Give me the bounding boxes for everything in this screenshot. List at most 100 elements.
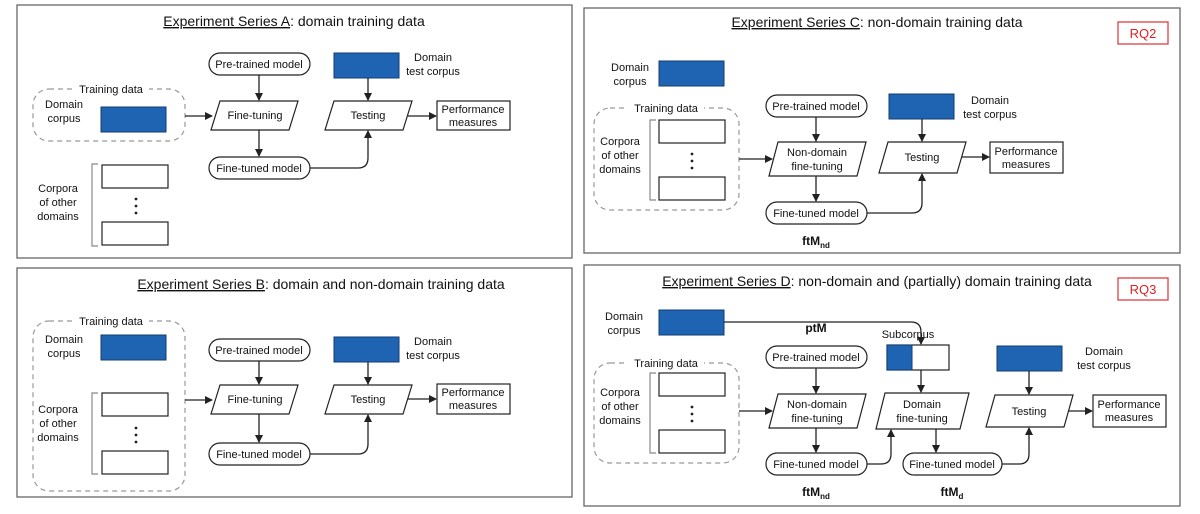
- panel-a-domain-corpus-label-line2: corpus: [47, 113, 81, 125]
- panel-c-test-corpus-block: [888, 93, 955, 120]
- panel-c-test-corpus-line1: Domain: [971, 95, 1009, 107]
- panel-d-test-corpus-line2: test corpus: [1077, 360, 1131, 372]
- panel-a-test-corpus-block: [333, 52, 400, 79]
- panel-d-rq-label: RQ3: [1130, 282, 1157, 297]
- panel-c-other-corpora-line1: Corpora: [600, 136, 641, 148]
- panel-a-performance-line2: measures: [449, 117, 498, 129]
- panel-b-other-corpora-line2: of other: [39, 418, 77, 430]
- panel-c-training-data-label: Training data: [634, 103, 699, 115]
- panel-a-frame: [16, 4, 573, 259]
- panel-d-ftm-nd-label: ftMnd: [802, 485, 830, 501]
- panel-c-performance-line2: measures: [1002, 159, 1051, 171]
- panel-d-testing-step: [985, 394, 1074, 428]
- panel-d-ftm-d-label: ftMd: [941, 485, 964, 501]
- panel-b-finetuned-label: Fine-tuned model: [216, 449, 302, 461]
- panel-d-nd-finetuning-line2: fine-tuning: [791, 413, 842, 425]
- panel-c-testing-label: Testing: [905, 152, 940, 164]
- panel-b-testing-label: Testing: [351, 394, 386, 406]
- panel-c-performance-measures: [989, 141, 1064, 174]
- panel-b-pretrained-label: Pre-trained model: [215, 345, 302, 357]
- panel-a-domain-corpus-block: [100, 106, 167, 133]
- panel-d-d-finetuning-step: [875, 392, 970, 430]
- panel-b-performance-line1: Performance: [442, 387, 505, 399]
- panel-d-d-finetuning-line2: fine-tuning: [896, 413, 947, 425]
- panel-c-nd-finetuning-line1: Non-domain: [787, 147, 847, 159]
- panel-c-performance-line1: Performance: [995, 146, 1058, 158]
- panel-c-domain-corpus-label-line2: corpus: [613, 76, 647, 88]
- panel-b-domain-corpus-label-line2: corpus: [47, 348, 81, 360]
- panel-c-finetuned-label: Fine-tuned model: [773, 208, 859, 220]
- panel-d-other-corpus-1: [658, 372, 726, 397]
- panel-a-title: Experiment Series A: domain training dat…: [163, 13, 425, 29]
- panel-c-rq-badge: [1117, 21, 1169, 45]
- panel-d-other-corpora-line3: domains: [599, 415, 641, 427]
- panel-c-domain-corpus-block: [658, 60, 725, 87]
- panel-d-training-data-label: Training data: [634, 358, 699, 370]
- panel-d-other-corpora-line2: of other: [601, 401, 639, 413]
- panel-a-finetuned-label: Fine-tuned model: [216, 163, 302, 175]
- panel-d-nd-finetuning-line1: Non-domain: [787, 399, 847, 411]
- panel-d-other-corpora-bracket: [649, 372, 656, 454]
- panel-b-performance-measures: [436, 383, 511, 415]
- panel-c-pretrained-label: Pre-trained model: [772, 101, 859, 113]
- panel-a-other-corpora-line3: domains: [37, 211, 79, 223]
- panel-d-rq-badge: [1117, 277, 1169, 301]
- panel-c-testing-step: [878, 141, 967, 174]
- panel-b-other-corpora-line1: Corpora: [38, 404, 79, 416]
- panel-a-other-corpus-1: [101, 164, 169, 189]
- panel-b-other-corpora-line3: domains: [37, 432, 79, 444]
- panel-a-pretrained-label: Pre-trained model: [215, 59, 302, 71]
- panel-d-performance-measures: [1092, 394, 1167, 428]
- panel-b-performance-line2: measures: [449, 400, 498, 412]
- panel-b-other-corpora-bracket: [91, 392, 98, 475]
- panel-d-other-corpus-2: [658, 429, 726, 454]
- panel-a: Experiment Series A: domain training dat…: [16, 4, 573, 259]
- panel-c-other-corpus-1: [658, 119, 726, 144]
- panel-b-domain-corpus-label-line1: Domain: [45, 334, 83, 346]
- panel-b-finetuning-label: Fine-tuning: [227, 394, 282, 406]
- panel-a-finetuning-label: Fine-tuning: [227, 110, 282, 122]
- panel-a-other-corpora-bracket: [91, 163, 98, 247]
- panel-d: Experiment Series D: non-domain and (par…: [583, 264, 1181, 507]
- panel-b-test-corpus-line1: Domain: [414, 336, 452, 348]
- panel-b-test-corpus-line2: test corpus: [406, 350, 460, 362]
- panel-a-testing-label: Testing: [351, 110, 386, 122]
- panel-d-ptm-label: ptM: [805, 321, 826, 335]
- panel-b-training-data-label: Training data: [79, 316, 144, 328]
- panel-c-domain-corpus-label-line1: Domain: [611, 62, 649, 74]
- panel-c-other-corpora-line3: domains: [599, 164, 641, 176]
- panel-a-performance-measures: [436, 100, 511, 131]
- panel-a-other-corpora-line2: of other: [39, 197, 77, 209]
- panel-a-test-corpus-line1: Domain: [414, 52, 452, 64]
- panel-d-finetuned-d-label: Fine-tuned model: [909, 459, 995, 471]
- panel-c-ftm-nd-label: ftMnd: [802, 234, 830, 250]
- panel-d-other-corpora-line1: Corpora: [600, 387, 641, 399]
- panel-d-test-corpus-block: [996, 345, 1063, 372]
- panel-c-rq-label: RQ2: [1130, 26, 1157, 41]
- panel-a-test-corpus-line2: test corpus: [406, 66, 460, 78]
- panel-d-domain-corpus-label-line2: corpus: [607, 325, 641, 337]
- panel-b-testing-step: [324, 384, 413, 415]
- panel-c-nd-finetuning-step: [768, 141, 867, 177]
- panel-b-finetuning-step: [210, 384, 299, 415]
- panel-a-performance-line1: Performance: [442, 104, 505, 116]
- panel-a-domain-corpus-label-line1: Domain: [45, 99, 83, 111]
- panel-b-test-corpus-block: [333, 336, 400, 363]
- panel-a-finetuning-step: [210, 100, 299, 131]
- panel-d-d-finetuning-line1: Domain: [903, 399, 941, 411]
- panel-d-domain-corpus-label-line1: Domain: [605, 311, 643, 323]
- panel-d-pretrained-label: Pre-trained model: [772, 352, 859, 364]
- panel-a-other-corpora-line1: Corpora: [38, 183, 79, 195]
- panel-a-training-data-label: Training data: [79, 84, 144, 96]
- panel-b-domain-corpus-block: [100, 334, 167, 361]
- panel-d-testing-label: Testing: [1012, 406, 1047, 418]
- panel-b-title: Experiment Series B: domain and non-doma…: [137, 276, 505, 292]
- panel-c: Experiment Series C: non-domain training…: [583, 7, 1181, 254]
- panel-c-title: Experiment Series C: non-domain training…: [731, 14, 1022, 30]
- panel-d-title: Experiment Series D: non-domain and (par…: [662, 273, 1092, 289]
- panel-b-other-corpus-2: [101, 450, 169, 475]
- panel-b: Experiment Series B: domain and non-doma…: [16, 267, 573, 498]
- panel-d-subcorpus-label: Subcorpus: [882, 329, 935, 341]
- panel-b-other-corpus-1: [101, 392, 169, 417]
